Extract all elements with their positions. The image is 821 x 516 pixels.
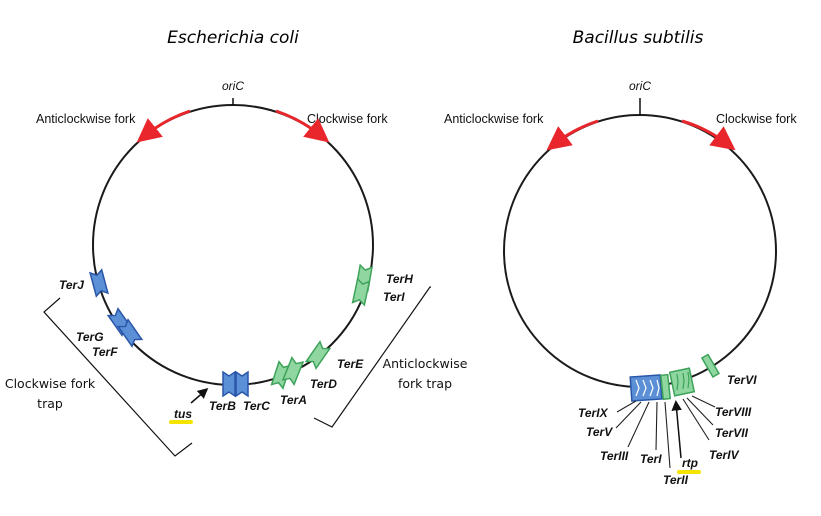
ecoli-anticlockwise-trap-line1: Anticlockwise [383,356,468,371]
ecoli-label-teri: TerI [383,290,405,304]
ecoli-ter-site-terb [222,370,236,398]
ecoli-anticlockwise-trap-bracket [313,286,431,428]
bsubtilis-anticlockwise-fork-label: Anticlockwise fork [444,112,544,126]
ecoli-ter-site-terj [89,268,109,298]
bsubtilis-label-terv: TerV [586,425,613,439]
ecoli-ter-site-terc [235,370,249,398]
bsubtilis-diagram: Bacillus subtilis oriC Anticlockwise for… [444,28,797,487]
bsubtilis-clockwise-fork-label: Clockwise fork [716,112,797,126]
ecoli-ter-site-terf [116,318,144,348]
bsubtilis-label-terviii: TerVIII [715,405,752,419]
ecoli-label-tera: TerA [280,393,307,407]
ecoli-clockwise-trap-bracket [43,297,193,457]
ecoli-label-tere: TerE [337,357,364,371]
ecoli-title: Escherichia coli [167,28,299,48]
bsubtilis-anticlockwise-fork-arrow [546,119,599,151]
ecoli-ter-site-tera [270,356,305,390]
ecoli-label-terf: TerF [92,345,118,359]
bsubtilis-rtp-highlight [677,470,701,474]
bsubtilis-rtp-arrow [671,400,682,459]
ecoli-clockwise-fork-label: Clockwise fork [307,112,388,126]
bsubtilis-label-teri: TerI [640,452,662,466]
ecoli-ter-site-terd-tere [304,340,332,370]
bsubtilis-oric-label: oriC [629,79,651,93]
bsubtilis-title: Bacillus subtilis [573,28,704,48]
bsubtilis-label-terii: TerII [663,473,689,487]
bsubtilis-label-teriii: TerIII [600,449,629,463]
ecoli-label-terg: TerG [76,330,104,344]
ecoli-ter-site-teri [351,277,371,307]
ecoli-oric-label: oriC [222,79,244,93]
bsubtilis-ter-site-terii [659,373,672,401]
ecoli-label-terc: TerC [243,399,270,413]
ecoli-anticlockwise-trap-line2: fork trap [398,376,452,391]
ecoli-label-terb: TerB [209,399,236,413]
bsubtilis-chromosome [503,114,777,388]
ecoli-clockwise-fork-arrow [275,109,330,143]
bsubtilis-label-tervi: TerVI [727,373,757,387]
bsubtilis-label-terix: TerIX [578,406,609,420]
bsubtilis-ter-site-tervi [700,353,720,379]
ecoli-tus-arrow [190,388,209,404]
ecoli-diagram: Escherichia coli oriC Anticlockwise fork… [5,28,468,457]
ecoli-label-terh: TerH [386,272,413,286]
bsubtilis-green-ter-cluster [668,367,696,397]
bsubtilis-label-tervii: TerVII [715,426,749,440]
ecoli-label-terd: TerD [310,377,337,391]
bsubtilis-label-teriv: TerIV [709,448,740,462]
bsubtilis-clockwise-fork-arrow [681,119,736,151]
ecoli-clockwise-trap-line2: trap [37,396,63,411]
ecoli-clockwise-trap-line1: Clockwise fork [5,376,96,391]
ecoli-anticlockwise-fork-label: Anticlockwise fork [36,112,136,126]
ecoli-tus-label: tus [174,407,192,421]
bsubtilis-blue-ter-cluster [629,374,663,402]
ecoli-tus-highlight [169,420,193,424]
bsubtilis-rtp-label: rtp [682,456,698,470]
ecoli-chromosome [92,104,374,386]
bsubtilis-leader-lines [615,395,716,469]
ecoli-label-terj: TerJ [59,278,84,292]
ecoli-anticlockwise-fork-arrow [136,109,191,143]
